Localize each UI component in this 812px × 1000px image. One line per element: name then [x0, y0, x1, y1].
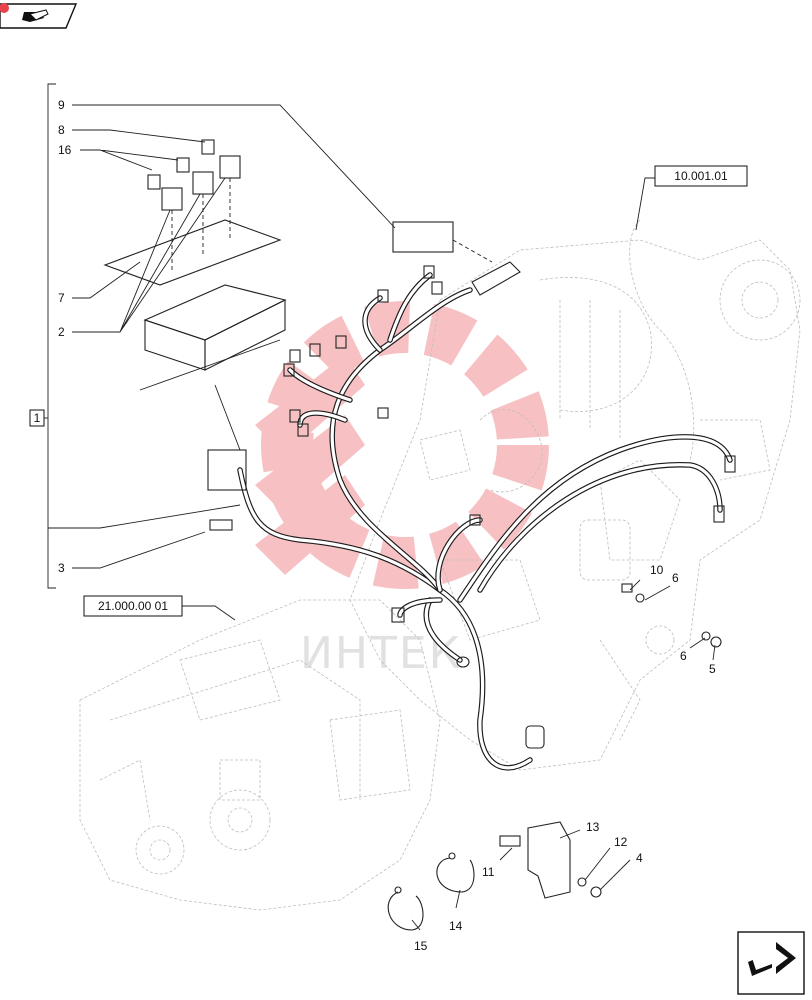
assembly-bracket [40, 83, 56, 589]
callout-16: 16 [58, 143, 72, 157]
leader-lines [48, 104, 716, 931]
callout-7: 7 [58, 291, 65, 305]
page-forward-button[interactable] [737, 931, 805, 995]
callout-2: 2 [58, 325, 65, 339]
assembly-ref-label: 1 [34, 411, 41, 425]
callout-6-upper: 6 [672, 571, 679, 585]
callout-9: 9 [58, 98, 65, 112]
harness-connectors [283, 261, 736, 749]
callout-4: 4 [636, 851, 643, 865]
watermark-text: ИНТЕК [300, 628, 462, 679]
engine-ref-box[interactable]: 10.001.01 [654, 165, 748, 187]
assembly-ref-box: 1 [29, 409, 45, 427]
page-back-icon [22, 9, 49, 22]
small-hardware [387, 583, 722, 931]
transmission-ref-box[interactable]: 21.000.00 01 [83, 595, 183, 617]
page-forward-icon [748, 942, 796, 976]
callout-13: 13 [586, 820, 600, 834]
page-back-button[interactable] [0, 3, 78, 29]
callout-3: 3 [58, 561, 65, 575]
callout-6-lower: 6 [680, 649, 687, 663]
transmission-ghost-outline [79, 599, 441, 911]
callout-12: 12 [614, 835, 628, 849]
wiring-harness [237, 272, 733, 771]
fuse-relay-box [103, 139, 493, 531]
callout-14: 14 [449, 919, 463, 933]
callout-11: 11 [482, 865, 495, 879]
callout-labels: 9 8 16 7 2 3 10 6 6 5 13 12 11 4 14 15 [58, 98, 716, 953]
callout-15: 15 [414, 939, 428, 953]
callout-5: 5 [709, 662, 716, 676]
transmission-ref-label: 21.000.00 01 [98, 599, 168, 613]
engine-ghost-outline [349, 219, 801, 771]
watermark-logo [255, 301, 549, 589]
callout-8: 8 [58, 123, 65, 137]
callout-10: 10 [650, 563, 664, 577]
engine-ref-label: 10.001.01 [674, 169, 728, 183]
